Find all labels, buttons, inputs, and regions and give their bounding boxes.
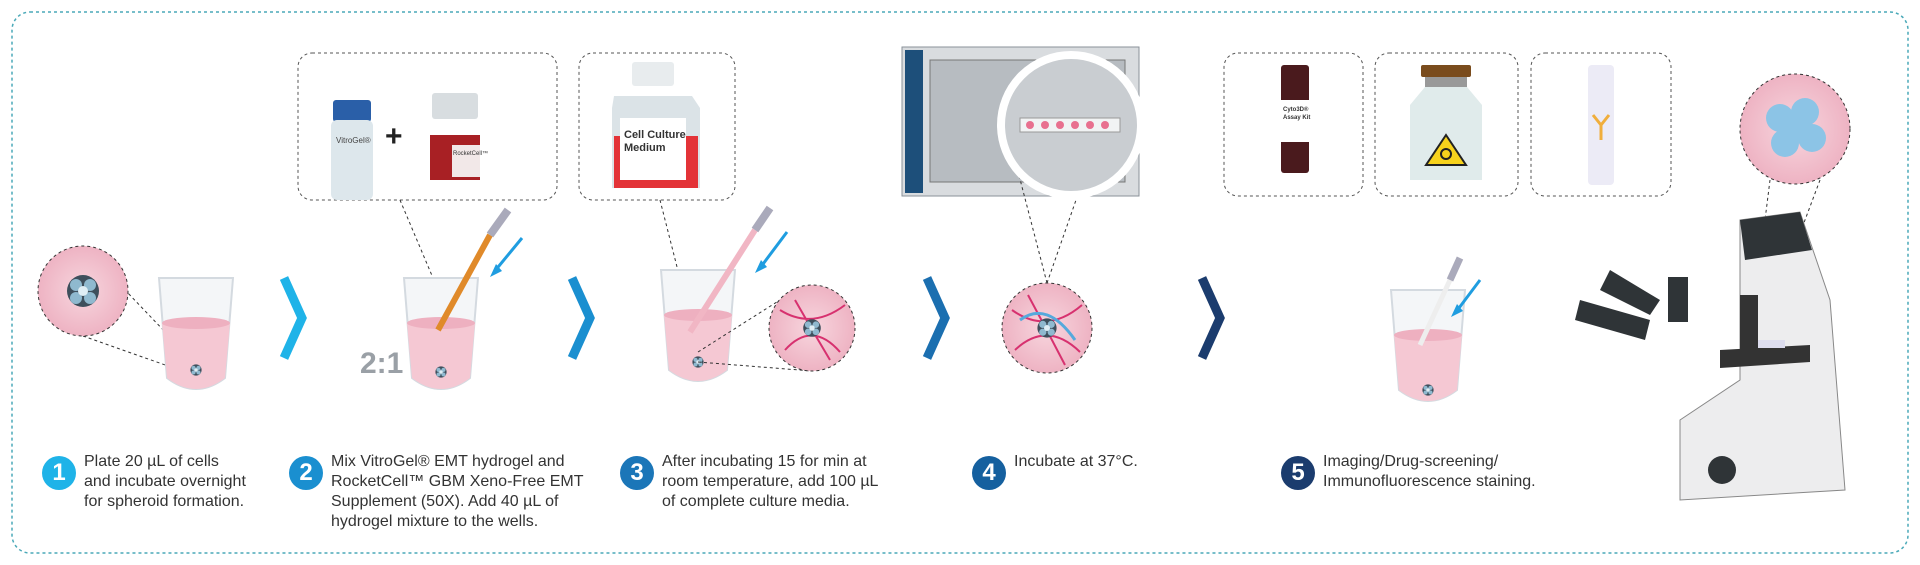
step-5: 5 Imaging/Drug-screening/ Immunofluoresc…	[1281, 452, 1536, 492]
antibody-icon	[1591, 114, 1611, 140]
step5-illustration	[1390, 256, 1482, 402]
step-description: Incubate at 37°C.	[1014, 453, 1138, 470]
step-description: Imaging/Drug-screening/ Immunofluorescen…	[1323, 453, 1536, 490]
step-number-badge: 4	[972, 456, 1006, 490]
outer-dashed-border	[11, 11, 1909, 554]
step4-illustration	[901, 46, 1145, 374]
step-4: 4 Incubate at 37°C.	[972, 452, 1138, 490]
step-number-badge: 1	[42, 456, 76, 490]
step5-reagents: Cyto3D® Assay Kit	[1223, 52, 1672, 197]
step-number-badge: 5	[1281, 456, 1315, 490]
step1-illustration	[37, 245, 234, 390]
svg-text:+: +	[385, 120, 403, 153]
chevron-arrow-1	[279, 276, 307, 360]
step3-illustration: Cell Culture Medium	[578, 52, 856, 382]
step-description: Mix VitroGel® EMT hydrogel and RocketCel…	[331, 453, 584, 530]
step-1: 1 Plate 20 µL of cells and incubate over…	[42, 452, 246, 512]
ratio-label: 2:1	[360, 347, 403, 380]
svg-text:Cyto3D®: Cyto3D®	[1283, 106, 1309, 113]
step-description: Plate 20 µL of cells and incubate overni…	[84, 453, 246, 510]
svg-text:Medium: Medium	[624, 142, 666, 154]
step2-illustration: VitroGel® + RocketCell™ 2:1	[297, 52, 558, 390]
chevron-arrow-2	[567, 276, 595, 360]
svg-text:Cell Culture: Cell Culture	[624, 129, 686, 141]
svg-text:RocketCell™: RocketCell™	[453, 150, 488, 157]
chevron-arrow-4	[1197, 276, 1225, 360]
step-2: 2 Mix VitroGel® EMT hydrogel and RocketC…	[289, 452, 584, 532]
step-number-badge: 3	[620, 456, 654, 490]
chevron-arrow-3	[922, 276, 950, 360]
svg-text:Assay Kit: Assay Kit	[1283, 115, 1310, 121]
microscope-illustration	[1575, 73, 1851, 501]
step-number-badge: 2	[289, 456, 323, 490]
step-description: After incubating 15 for min at room temp…	[662, 453, 879, 510]
svg-text:VitroGel®: VitroGel®	[336, 136, 371, 145]
step-3: 3 After incubating 15 for min at room te…	[620, 452, 878, 512]
